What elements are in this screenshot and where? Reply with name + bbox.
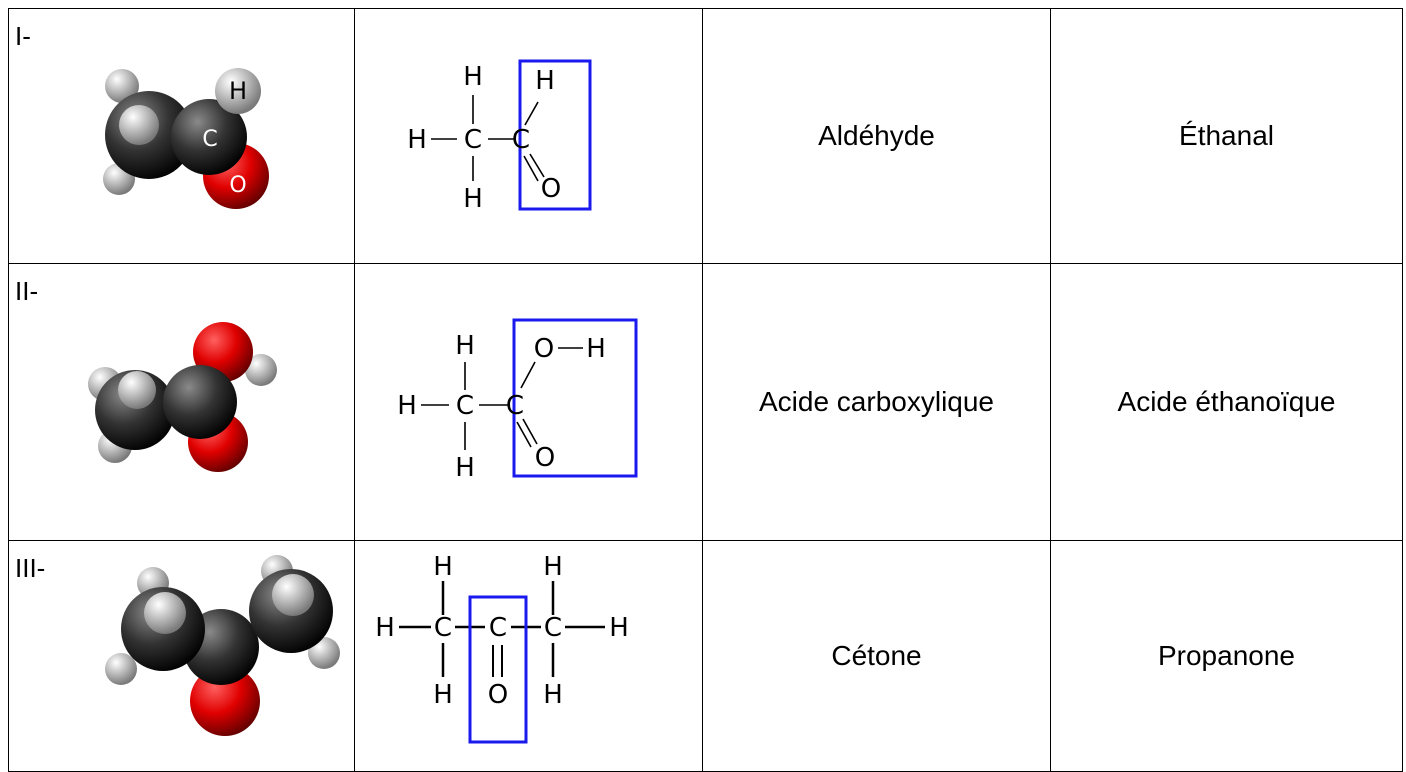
atom-c: C	[544, 613, 562, 643]
family-cell: Cétone	[702, 540, 1051, 772]
functional-group-box	[468, 595, 528, 744]
atom-h: H	[433, 680, 453, 710]
atom-c: C	[434, 613, 452, 643]
model-label-o: O	[229, 173, 246, 198]
atom-c: C	[489, 613, 507, 643]
molecule-table: I- H C O	[8, 8, 1403, 772]
model-cell: I- H C O	[8, 8, 355, 264]
atom-c: C	[512, 125, 530, 155]
atom-h: H	[463, 184, 483, 214]
atom-c: C	[456, 391, 474, 421]
atom-h: H	[535, 66, 555, 96]
name-cell: Acide éthanoïque	[1050, 263, 1403, 541]
table-row: I- H C O	[8, 8, 1403, 264]
atom-h: H	[407, 125, 427, 155]
name-cell: Propanone	[1050, 540, 1403, 772]
ball-model-acetic-acid	[88, 322, 277, 472]
model-label-c: C	[202, 127, 217, 152]
atom-h: H	[543, 680, 563, 710]
table-row: III-	[8, 540, 1403, 772]
functional-group-box	[512, 318, 638, 478]
atom-c: C	[506, 391, 524, 421]
functional-group-box	[518, 59, 592, 211]
atom-h: H	[609, 613, 629, 643]
formula-cell: H H H C C C H H O H	[354, 540, 703, 772]
model-label-h: H	[229, 77, 247, 105]
model-cell: III-	[8, 540, 355, 772]
formula-cell: H H C H H C O	[354, 8, 703, 264]
table-row: II-	[8, 263, 1403, 541]
atom-o: O	[534, 334, 554, 364]
atom-h: H	[586, 334, 606, 364]
formula-cell: H H C H O H C O	[354, 263, 703, 541]
model-cell: II-	[8, 263, 355, 541]
structural-formula-propanone: H H H C C C H H O H	[375, 552, 629, 744]
ball-model-ethanal: H C O	[103, 68, 269, 209]
family-cell: Aldéhyde	[702, 8, 1051, 264]
atom-h: H	[375, 613, 395, 643]
row-numeral: I-	[15, 21, 31, 51]
family-cell: Acide carboxylique	[702, 263, 1051, 541]
row-numeral: II-	[15, 276, 39, 306]
atom-c: C	[464, 125, 482, 155]
atom-o: O	[541, 174, 561, 204]
row-numeral: III-	[15, 553, 46, 583]
atom-h: H	[397, 391, 417, 421]
atom-h: H	[543, 552, 563, 582]
structural-formula-ethanal: H H C H H C O	[407, 59, 592, 214]
atom-h: H	[433, 552, 453, 582]
atom-o: O	[488, 680, 508, 710]
atom-h: H	[455, 453, 475, 483]
atom-o: O	[535, 443, 555, 473]
atom-h: H	[463, 62, 483, 92]
name-cell: Éthanal	[1050, 8, 1403, 264]
atom-h: H	[455, 331, 475, 361]
ball-model-propanone	[105, 555, 340, 736]
structural-formula-acetic-acid: H H C H O H C O	[397, 318, 638, 483]
